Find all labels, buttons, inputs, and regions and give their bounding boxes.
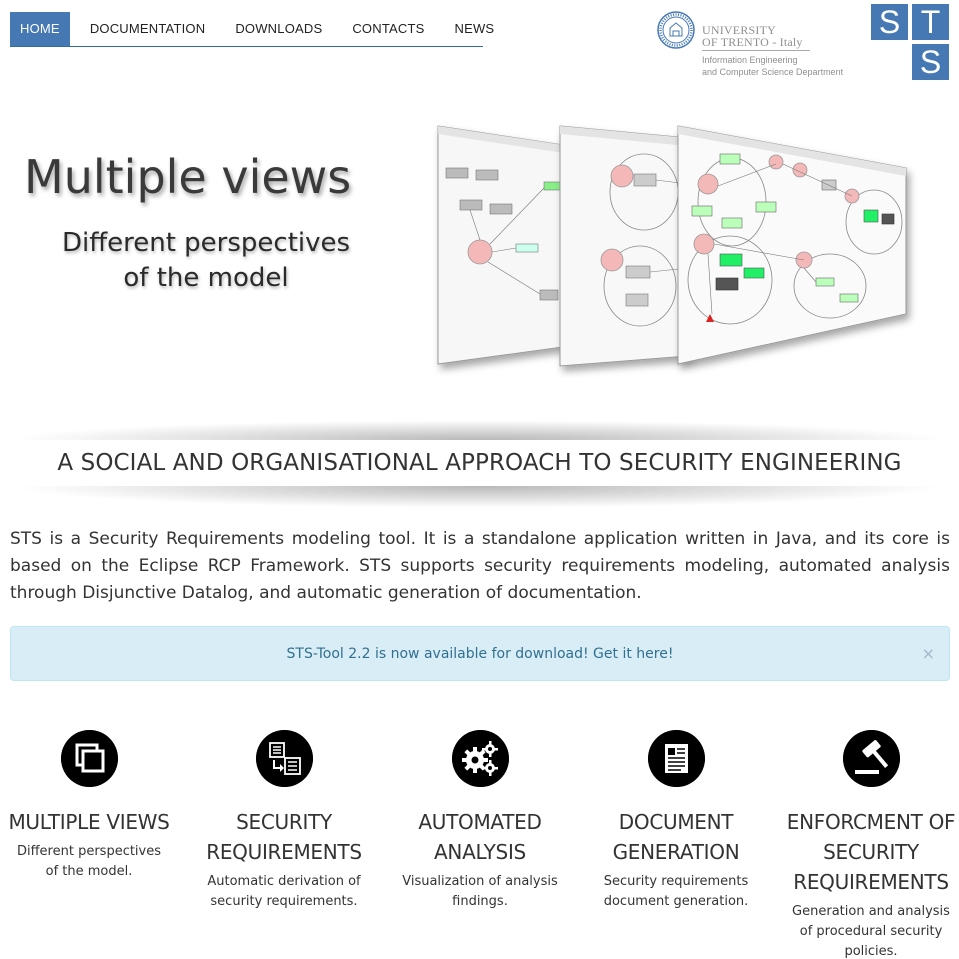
nav-downloads[interactable]: DOWNLOADS (235, 21, 323, 36)
security-requirements-icon (255, 730, 313, 787)
sts-logo[interactable]: S T S (871, 4, 949, 80)
feature-title-line1: ENFORCMENT OF (786, 810, 956, 834)
tagline-shadow-bottom (10, 486, 949, 508)
university-rule (702, 50, 810, 51)
hero-title: Multiple views (24, 150, 352, 204)
feature-title-line2: GENERATION (612, 840, 740, 864)
feature-description: Generation and analysis of procedural se… (792, 904, 950, 959)
feature-description: Visualization of analysis findings. (402, 874, 558, 909)
sts-logo-letter-s2: S (912, 44, 949, 80)
nav-documentation[interactable]: DOCUMENTATION (89, 21, 206, 36)
feature-title-line1: SECURITY (236, 810, 332, 834)
intro-paragraph: STS is a Security Requirements modeling … (10, 529, 950, 603)
university-name: UNIVERSITY OF TRENTO - Italy (702, 23, 803, 49)
feature-security-requirements: SECURITY REQUIREMENTS Automatic derivati… (199, 730, 369, 912)
diagram-screen-1 (437, 125, 571, 365)
download-alert: STS-Tool 2.2 is now available for downlo… (10, 626, 950, 681)
department-name: Information Engineering and Computer Sci… (702, 55, 844, 77)
gavel-icon (842, 730, 900, 787)
tagline: A SOCIAL AND ORGANISATIONAL APPROACH TO … (10, 440, 949, 486)
feature-description: Security requirements document generatio… (603, 874, 749, 909)
nav-news[interactable]: NEWS (454, 21, 495, 36)
sts-logo-letter-t: T (912, 4, 949, 40)
feature-description: Different perspectives of the model. (16, 844, 162, 879)
close-icon[interactable]: × (921, 644, 935, 663)
university-logo[interactable]: UNIVERSITY OF TRENTO - Italy Information… (656, 8, 846, 80)
diagram-screen-3 (677, 125, 907, 365)
feature-title-line2: SECURITY (823, 840, 919, 864)
feature-title: MULTIPLE VIEWS (8, 810, 170, 834)
feature-title: SECURITY REQUIREMENTS (199, 807, 369, 867)
feature-description: Automatic derivation of security require… (207, 874, 361, 909)
feature-automated-analysis: AUTOMATED ANALYSIS Visualization of anal… (395, 730, 565, 912)
document-icon (647, 730, 705, 787)
model-views-screenshots (437, 125, 907, 367)
nav-contacts[interactable]: CONTACTS (352, 21, 425, 36)
feature-document-generation: DOCUMENT GENERATION Security requirement… (591, 730, 761, 912)
gears-icon (451, 730, 509, 787)
feature-title-line3: REQUIREMENTS (793, 870, 949, 894)
feature-title-line1: AUTOMATED (418, 810, 542, 834)
sts-logo-letter-s1: S (871, 4, 908, 40)
tagline-section: A SOCIAL AND ORGANISATIONAL APPROACH TO … (10, 418, 949, 510)
university-seal-icon (657, 11, 695, 49)
feature-title-line1: DOCUMENT (618, 810, 734, 834)
tagline-shadow-top (10, 420, 949, 440)
feature-enforcement: ENFORCMENT OF SECURITY REQUIREMENTS Gene… (786, 730, 956, 959)
alert-link[interactable]: STS-Tool 2.2 is now available for downlo… (286, 646, 674, 662)
nav-home[interactable]: HOME (10, 12, 70, 46)
feature-title-line2: ANALYSIS (434, 840, 526, 864)
feature-multiple-views: MULTIPLE VIEWS Different perspectives of… (4, 730, 174, 882)
main-nav: HOME DOCUMENTATION DOWNLOADS CONTACTS NE… (10, 12, 494, 47)
multiple-views-icon (60, 730, 118, 787)
feature-title: DOCUMENT GENERATION (591, 807, 761, 867)
hero-subtitle: Different perspectives of the model (61, 228, 351, 293)
feature-title: ENFORCMENT OF SECURITY REQUIREMENTS (786, 807, 956, 897)
feature-title: AUTOMATED ANALYSIS (395, 807, 565, 867)
feature-title-line2: REQUIREMENTS (206, 840, 362, 864)
diagram-screen-2 (559, 125, 689, 367)
